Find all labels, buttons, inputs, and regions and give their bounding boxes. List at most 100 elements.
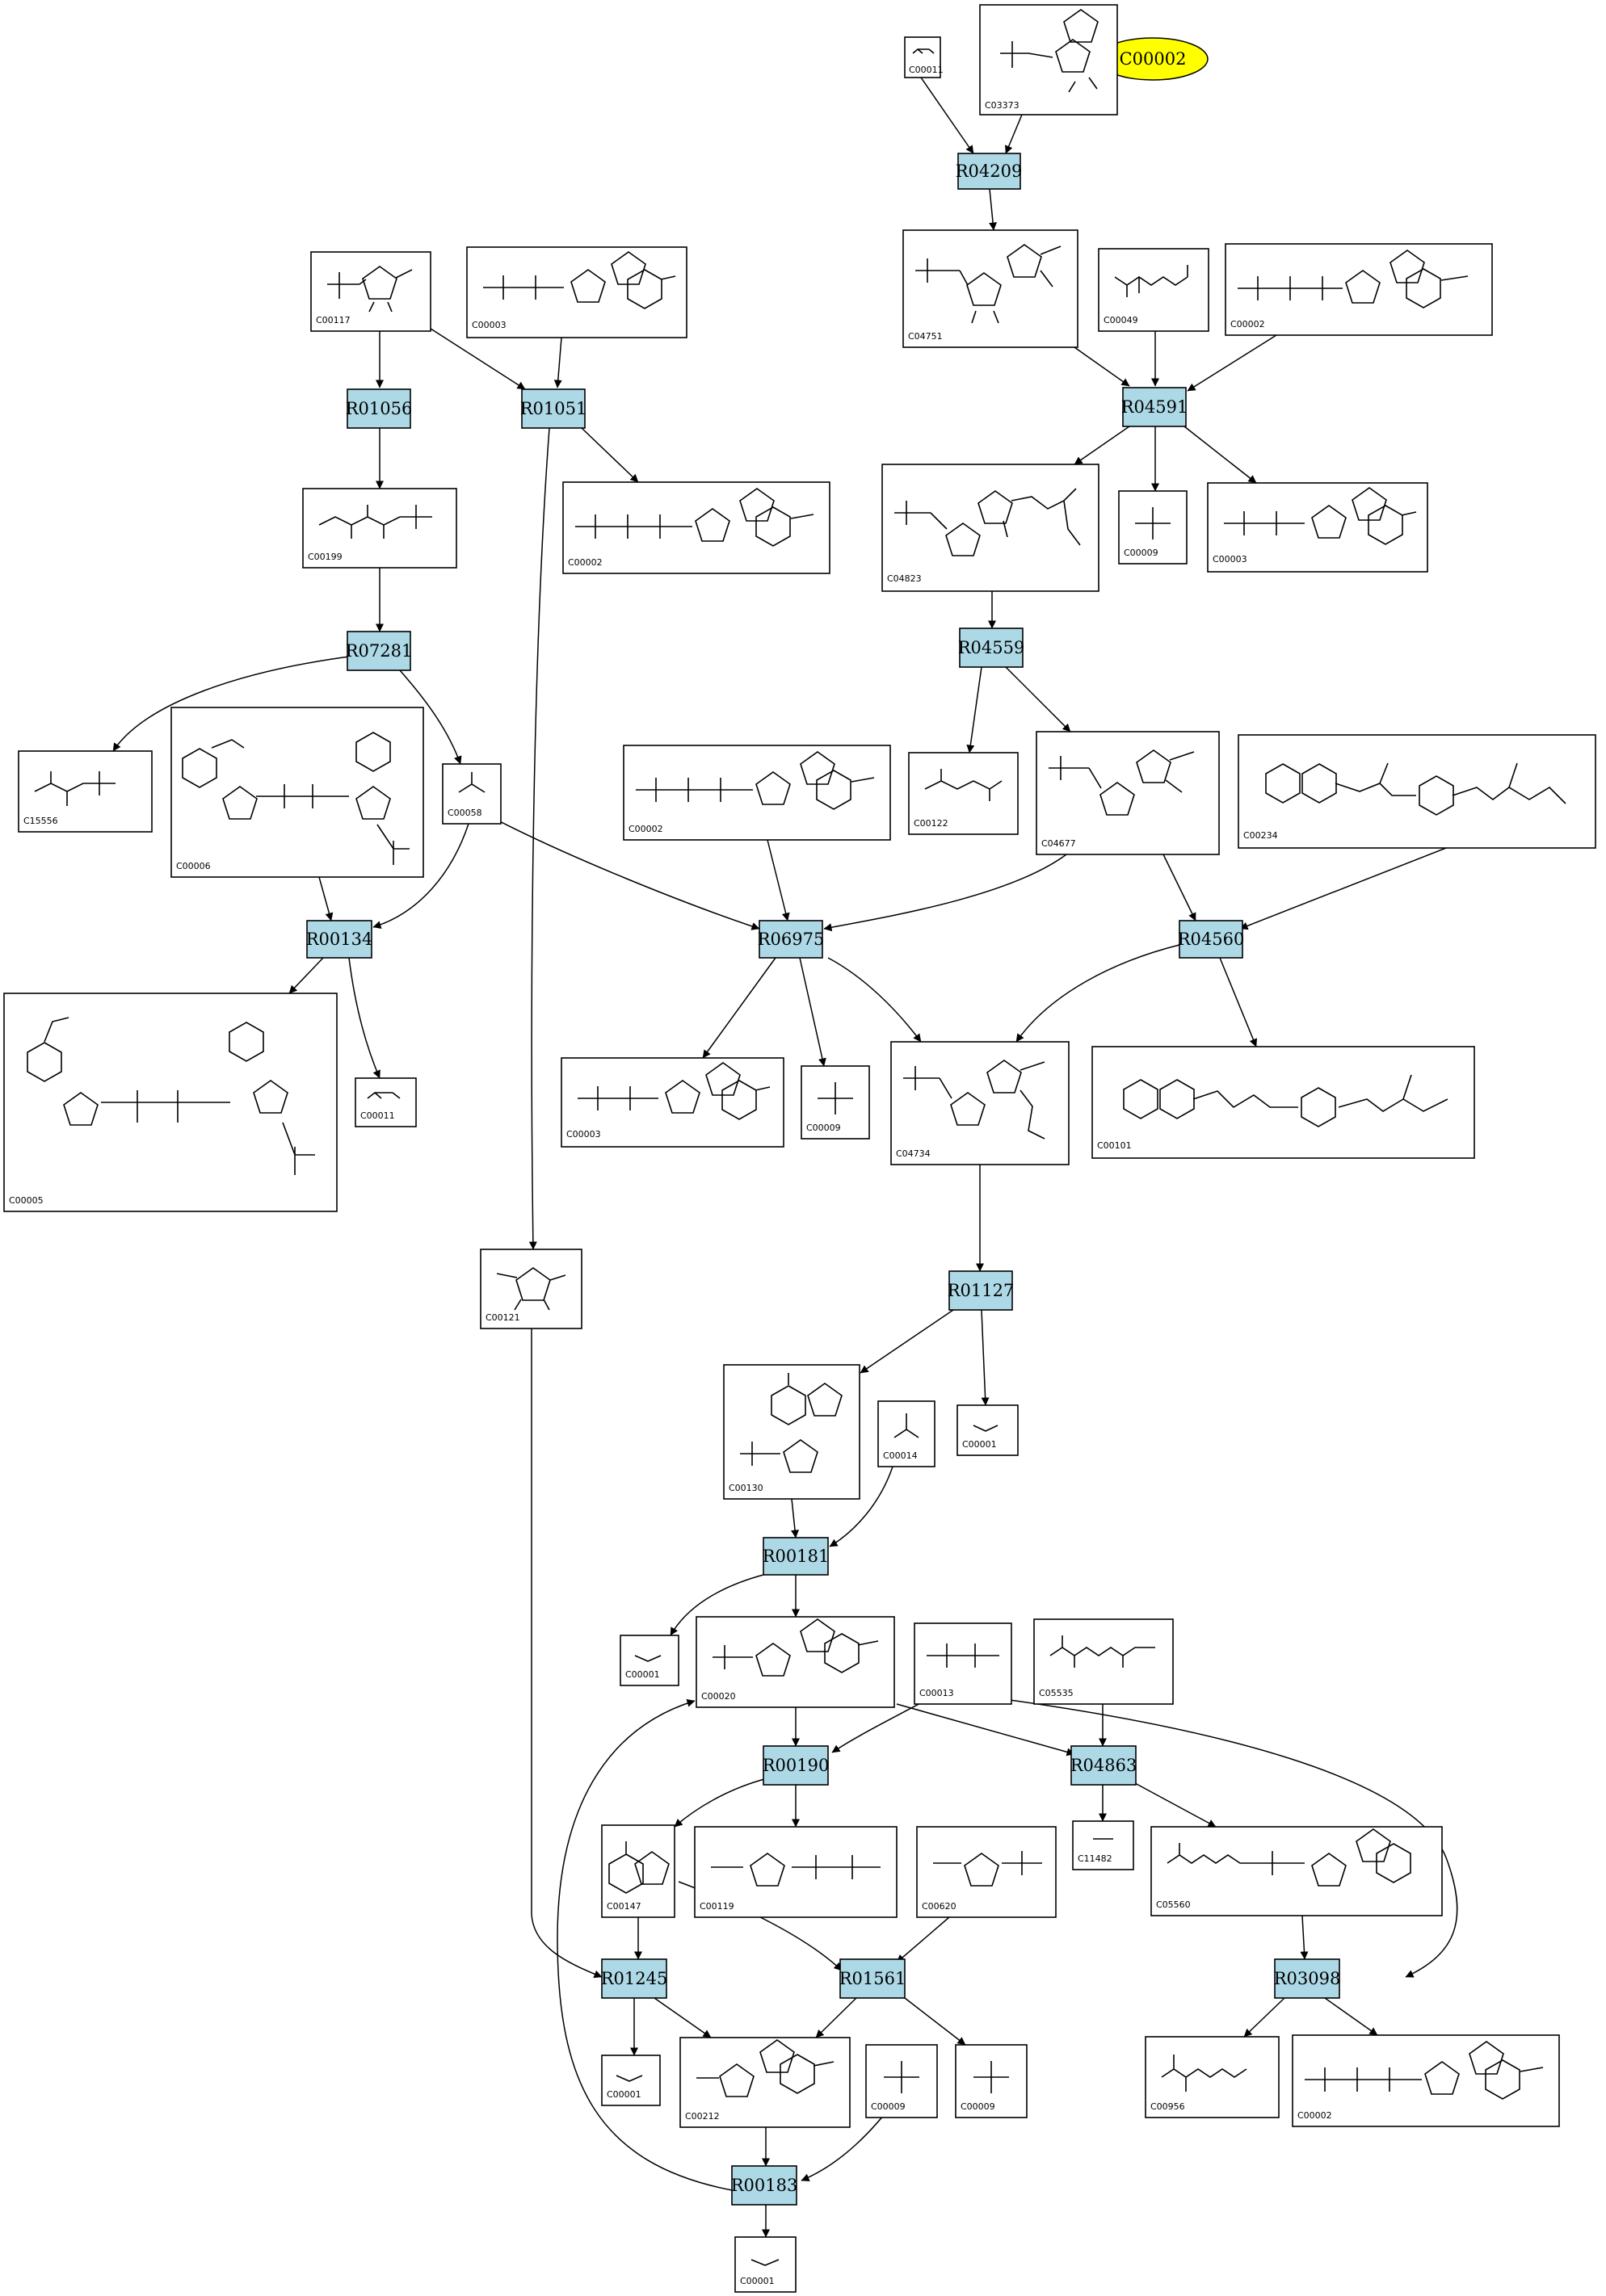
- reaction-id: R04863: [1070, 1756, 1137, 1775]
- adenylyl-glyph: [1167, 1843, 1305, 1875]
- reaction-r04560[interactable]: R04560: [1178, 920, 1245, 959]
- compound-c00001[interactable]: C00001: [734, 2236, 797, 2293]
- reaction-r01245[interactable]: R01245: [601, 1958, 668, 1999]
- compound-c00001[interactable]: C00001: [620, 1635, 679, 1686]
- amp-glyph: [713, 1640, 879, 1669]
- formate-glyph: [458, 772, 486, 793]
- reaction-r07281[interactable]: R07281: [346, 631, 413, 671]
- edge-c00117-r01051: [427, 326, 526, 390]
- compound-id: C00006: [176, 861, 211, 871]
- compound-c03373[interactable]: C03373: [979, 4, 1118, 115]
- reaction-r01561[interactable]: R01561: [839, 1958, 906, 1999]
- edge-r06975-c00003: [702, 957, 776, 1059]
- compound-c15556[interactable]: C15556: [18, 750, 153, 833]
- compound-id: C00020: [701, 1691, 736, 1702]
- edge-r01561-c00009: [904, 1997, 966, 2046]
- adenosine-glyph: [696, 2061, 835, 2079]
- compound-c00002[interactable]: C00002: [623, 745, 891, 841]
- reaction-r00181[interactable]: R00181: [763, 1537, 830, 1576]
- edge-r00190-c00147: [674, 1778, 768, 1828]
- compound-c00003[interactable]: C00003: [1207, 482, 1428, 573]
- compound-c00014[interactable]: C00014: [877, 1400, 935, 1467]
- compound-c04751[interactable]: C04751: [902, 229, 1078, 348]
- compound-c00003[interactable]: C00003: [561, 1057, 784, 1148]
- compound-c00122[interactable]: C00122: [908, 752, 1019, 835]
- compound-c00058[interactable]: C00058: [442, 763, 502, 825]
- compound-id: C04677: [1041, 838, 1076, 849]
- compound-c04823[interactable]: C04823: [881, 464, 1099, 592]
- compound-c00199[interactable]: C00199: [302, 488, 457, 569]
- compound-c00002[interactable]: C00002: [1292, 2034, 1560, 2127]
- compound-id: C04823: [887, 573, 922, 584]
- compound-c00049[interactable]: C00049: [1098, 248, 1209, 332]
- reaction-id: R04560: [1178, 930, 1245, 949]
- compound-c00009[interactable]: C00009: [801, 1065, 870, 1140]
- edge-r04209-c04751: [989, 188, 998, 231]
- compound-c00130[interactable]: C00130: [723, 1364, 860, 1500]
- compound-c05535[interactable]: C05535: [1033, 1618, 1174, 1705]
- compound-c00234[interactable]: C00234: [1238, 734, 1596, 849]
- compound-id: C00101: [1097, 1140, 1132, 1151]
- compound-c11482[interactable]: C11482: [1072, 1820, 1134, 1870]
- reaction-r01056[interactable]: R01056: [346, 388, 413, 429]
- edge-r01051-c00002: [581, 427, 639, 483]
- ribose-glyph: [496, 1273, 566, 1311]
- edge-r04591-c04823: [1074, 426, 1130, 465]
- highlight-compound[interactable]: C00002: [1097, 37, 1209, 81]
- compound-c00212[interactable]: C00212: [679, 2037, 851, 2128]
- compound-id: C00117: [316, 315, 351, 325]
- compound-id: C00003: [566, 1129, 601, 1140]
- compound-c00011[interactable]: C00011: [904, 36, 944, 78]
- reaction-r00190[interactable]: R00190: [763, 1745, 830, 1786]
- compound-c00101[interactable]: C00101: [1091, 1046, 1475, 1159]
- reaction-r06975[interactable]: R06975: [758, 920, 825, 959]
- reaction-r04863[interactable]: R04863: [1070, 1745, 1137, 1786]
- compound-c00013[interactable]: C00013: [914, 1622, 1012, 1705]
- compound-id: C00001: [625, 1669, 660, 1680]
- faicar-glyph: [903, 1061, 1045, 1140]
- reaction-r01051[interactable]: R01051: [520, 388, 587, 429]
- compound-c00006[interactable]: C00006: [170, 707, 424, 878]
- reaction-r00183[interactable]: R00183: [731, 2165, 798, 2206]
- compound-c00009[interactable]: C00009: [865, 2044, 938, 2118]
- reaction-r00134[interactable]: R00134: [306, 920, 373, 959]
- edge-c00002-r06975: [767, 839, 790, 921]
- compound-c00011[interactable]: C00011: [355, 1077, 417, 1127]
- pyrophosphate-glyph: [927, 1643, 999, 1668]
- compound-c00009[interactable]: C00009: [1118, 490, 1188, 565]
- reaction-r04209[interactable]: R04209: [956, 153, 1023, 190]
- water-glyph: [616, 2075, 643, 2082]
- compound-c00020[interactable]: C00020: [696, 1616, 895, 1708]
- compound-c00005[interactable]: C00005: [3, 993, 338, 1212]
- reaction-id: R01051: [520, 399, 587, 418]
- compound-c00117[interactable]: C00117: [310, 251, 431, 332]
- phosphate-glyph: [1224, 511, 1417, 535]
- compound-id: C00130: [729, 1483, 763, 1493]
- compound-c04677[interactable]: C04677: [1036, 731, 1220, 855]
- reaction-r03098[interactable]: R03098: [1274, 1958, 1341, 1999]
- compound-c00001[interactable]: C00001: [956, 1404, 1019, 1456]
- compound-c04734[interactable]: C04734: [890, 1041, 1070, 1165]
- compound-c05560[interactable]: C05560: [1150, 1826, 1443, 1916]
- compound-c00009[interactable]: C00009: [955, 2044, 1028, 2118]
- compound-c00003[interactable]: C00003: [466, 246, 687, 338]
- compound-c00119[interactable]: C00119: [694, 1826, 898, 1918]
- reaction-id: R01245: [601, 1969, 668, 1988]
- compound-c00002[interactable]: C00002: [1225, 243, 1493, 336]
- compound-id: C00121: [486, 1312, 520, 1323]
- compound-c00620[interactable]: C00620: [916, 1826, 1057, 1918]
- reaction-r01127[interactable]: R01127: [948, 1270, 1015, 1311]
- edge-r07281-c00058: [399, 669, 462, 765]
- compound-c00001[interactable]: C00001: [601, 2055, 661, 2106]
- compound-c00002[interactable]: C00002: [562, 481, 830, 574]
- compound-c00121[interactable]: C00121: [480, 1249, 582, 1329]
- edge-r01127-c00001: [981, 1309, 990, 1406]
- reaction-id: R01561: [839, 1969, 906, 1988]
- reaction-r04559[interactable]: R04559: [958, 628, 1025, 668]
- reaction-r04591[interactable]: R04591: [1121, 387, 1188, 427]
- compound-id: C04734: [896, 1148, 931, 1159]
- saicar-glyph: [894, 488, 1081, 546]
- edge-r00183-c00020: [557, 1699, 733, 2191]
- compound-c00147[interactable]: C00147: [601, 1824, 675, 1918]
- compound-c00956[interactable]: C00956: [1145, 2036, 1280, 2118]
